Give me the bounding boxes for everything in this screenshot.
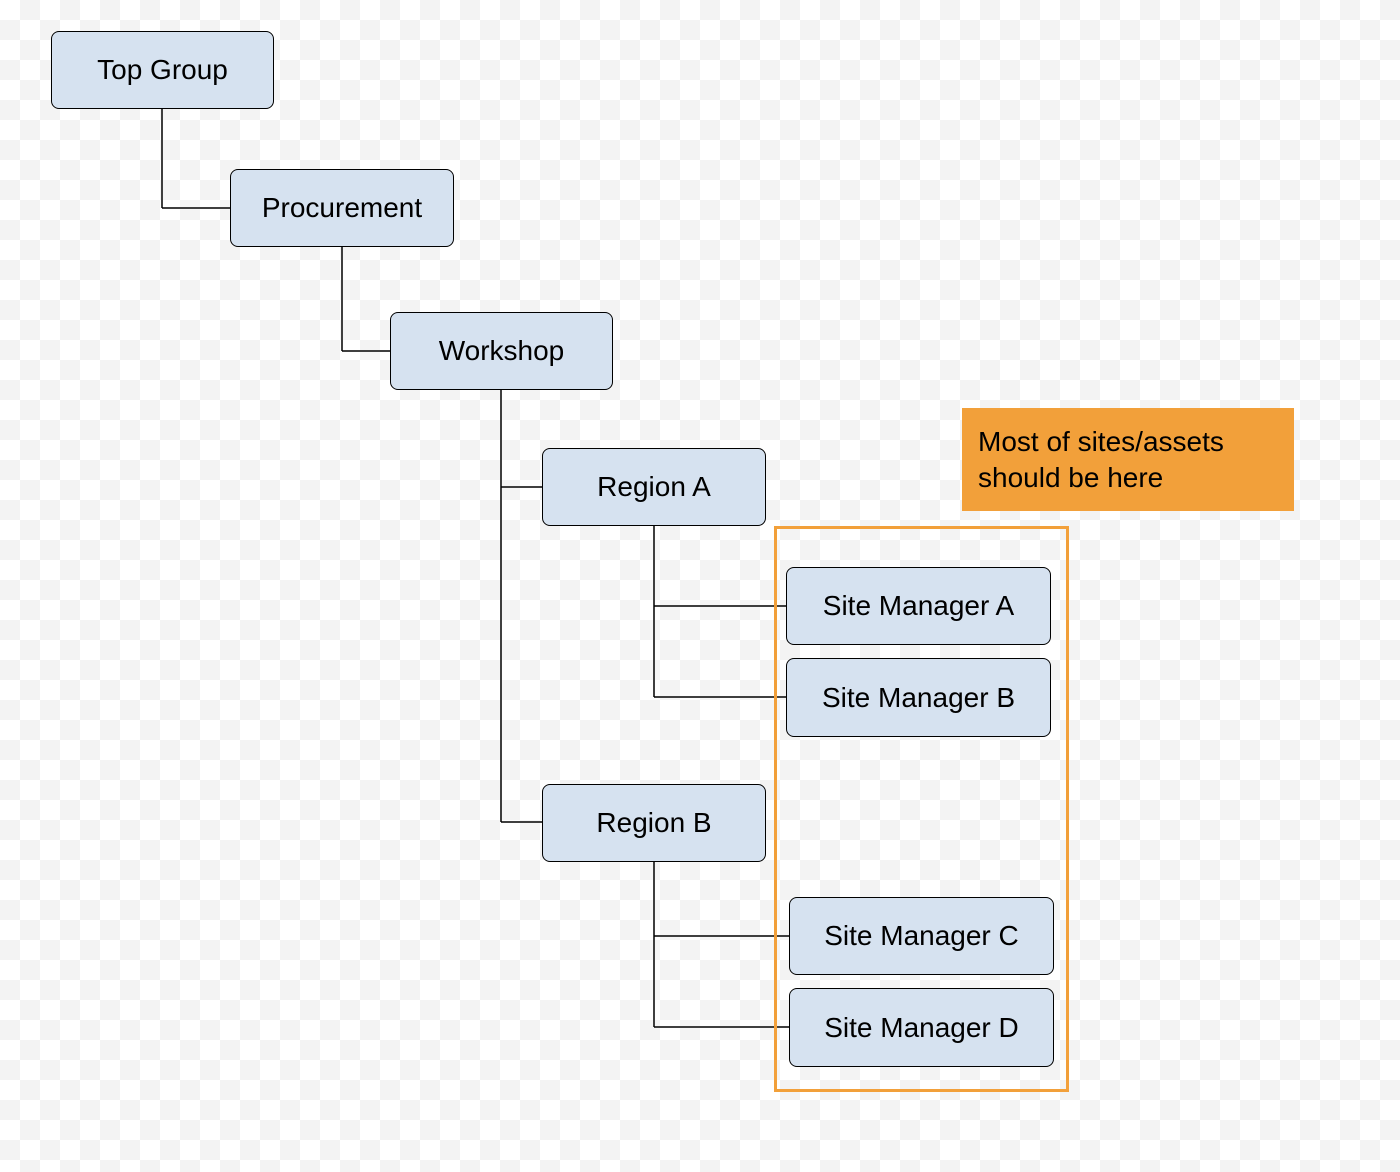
callout-line-1: Most of sites/assets — [978, 426, 1224, 457]
node-workshop[interactable]: Workshop — [390, 312, 613, 390]
node-procurement[interactable]: Procurement — [230, 169, 454, 247]
node-region-b[interactable]: Region B — [542, 784, 766, 862]
site-managers-highlight-box — [774, 526, 1069, 1092]
node-site-manager-b[interactable]: Site Manager B — [786, 658, 1051, 737]
node-site-manager-a[interactable]: Site Manager A — [786, 567, 1051, 645]
node-region-a[interactable]: Region A — [542, 448, 766, 526]
node-top-group[interactable]: Top Group — [51, 31, 274, 109]
callout-note: Most of sites/assets should be here — [962, 408, 1294, 511]
node-site-manager-d[interactable]: Site Manager D — [789, 988, 1054, 1067]
callout-line-2: should be here — [978, 462, 1164, 493]
node-site-manager-c[interactable]: Site Manager C — [789, 897, 1054, 975]
